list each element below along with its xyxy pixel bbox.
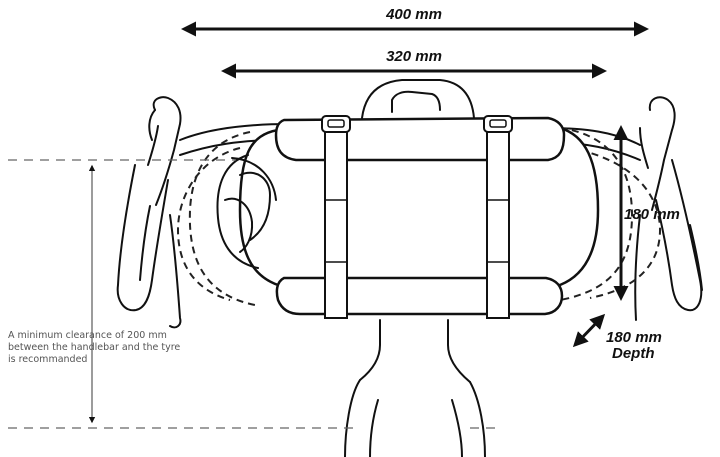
- depth-arrow: [572, 313, 606, 348]
- bag-body: [238, 116, 600, 316]
- clearance-note-line3: is recommanded: [8, 354, 87, 365]
- width-inner-label: 320 mm: [386, 48, 442, 65]
- stem: [359, 79, 475, 383]
- bag-roll-end: [216, 154, 277, 269]
- clearance-guides: [8, 159, 500, 429]
- clearance-note-line2: between the handlebar and the tyre: [8, 342, 180, 353]
- right-drop-bar: [634, 96, 703, 321]
- clearance-note-line1: A minimum clearance of 200 mm: [8, 330, 167, 341]
- left-drop-bar: [116, 96, 182, 329]
- strap-right: [486, 127, 510, 319]
- buckle-right: [483, 115, 513, 133]
- bag-dashed-outline: [176, 127, 662, 306]
- depth-word-label: Depth: [612, 345, 655, 362]
- width-outer-label: 400 mm: [385, 6, 442, 23]
- buckle-left: [321, 115, 351, 133]
- fork-tube: [344, 379, 486, 457]
- depth-value-label: 180 mm: [606, 329, 662, 346]
- strap-left: [324, 127, 348, 319]
- height-label: 180 mm: [624, 206, 680, 223]
